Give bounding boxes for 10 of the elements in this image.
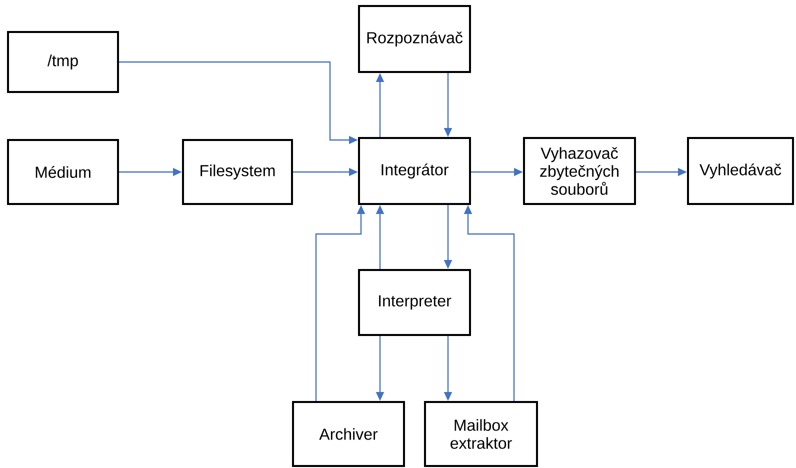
process-box: Mailbox extraktor: [424, 401, 538, 467]
process-box: Vyhazovač zbytečných souborů: [523, 137, 636, 205]
process-box: Integrátor: [358, 137, 471, 205]
process-box: Interpreter: [358, 269, 471, 336]
process-box: Archiver: [292, 401, 405, 467]
process-box: /tmp: [7, 31, 119, 93]
process-box: Rozpoznávač: [358, 5, 471, 73]
process-box: Médium: [7, 139, 119, 205]
process-box: Vyhledávač: [687, 137, 794, 205]
process-box: Filesystem: [182, 139, 293, 205]
